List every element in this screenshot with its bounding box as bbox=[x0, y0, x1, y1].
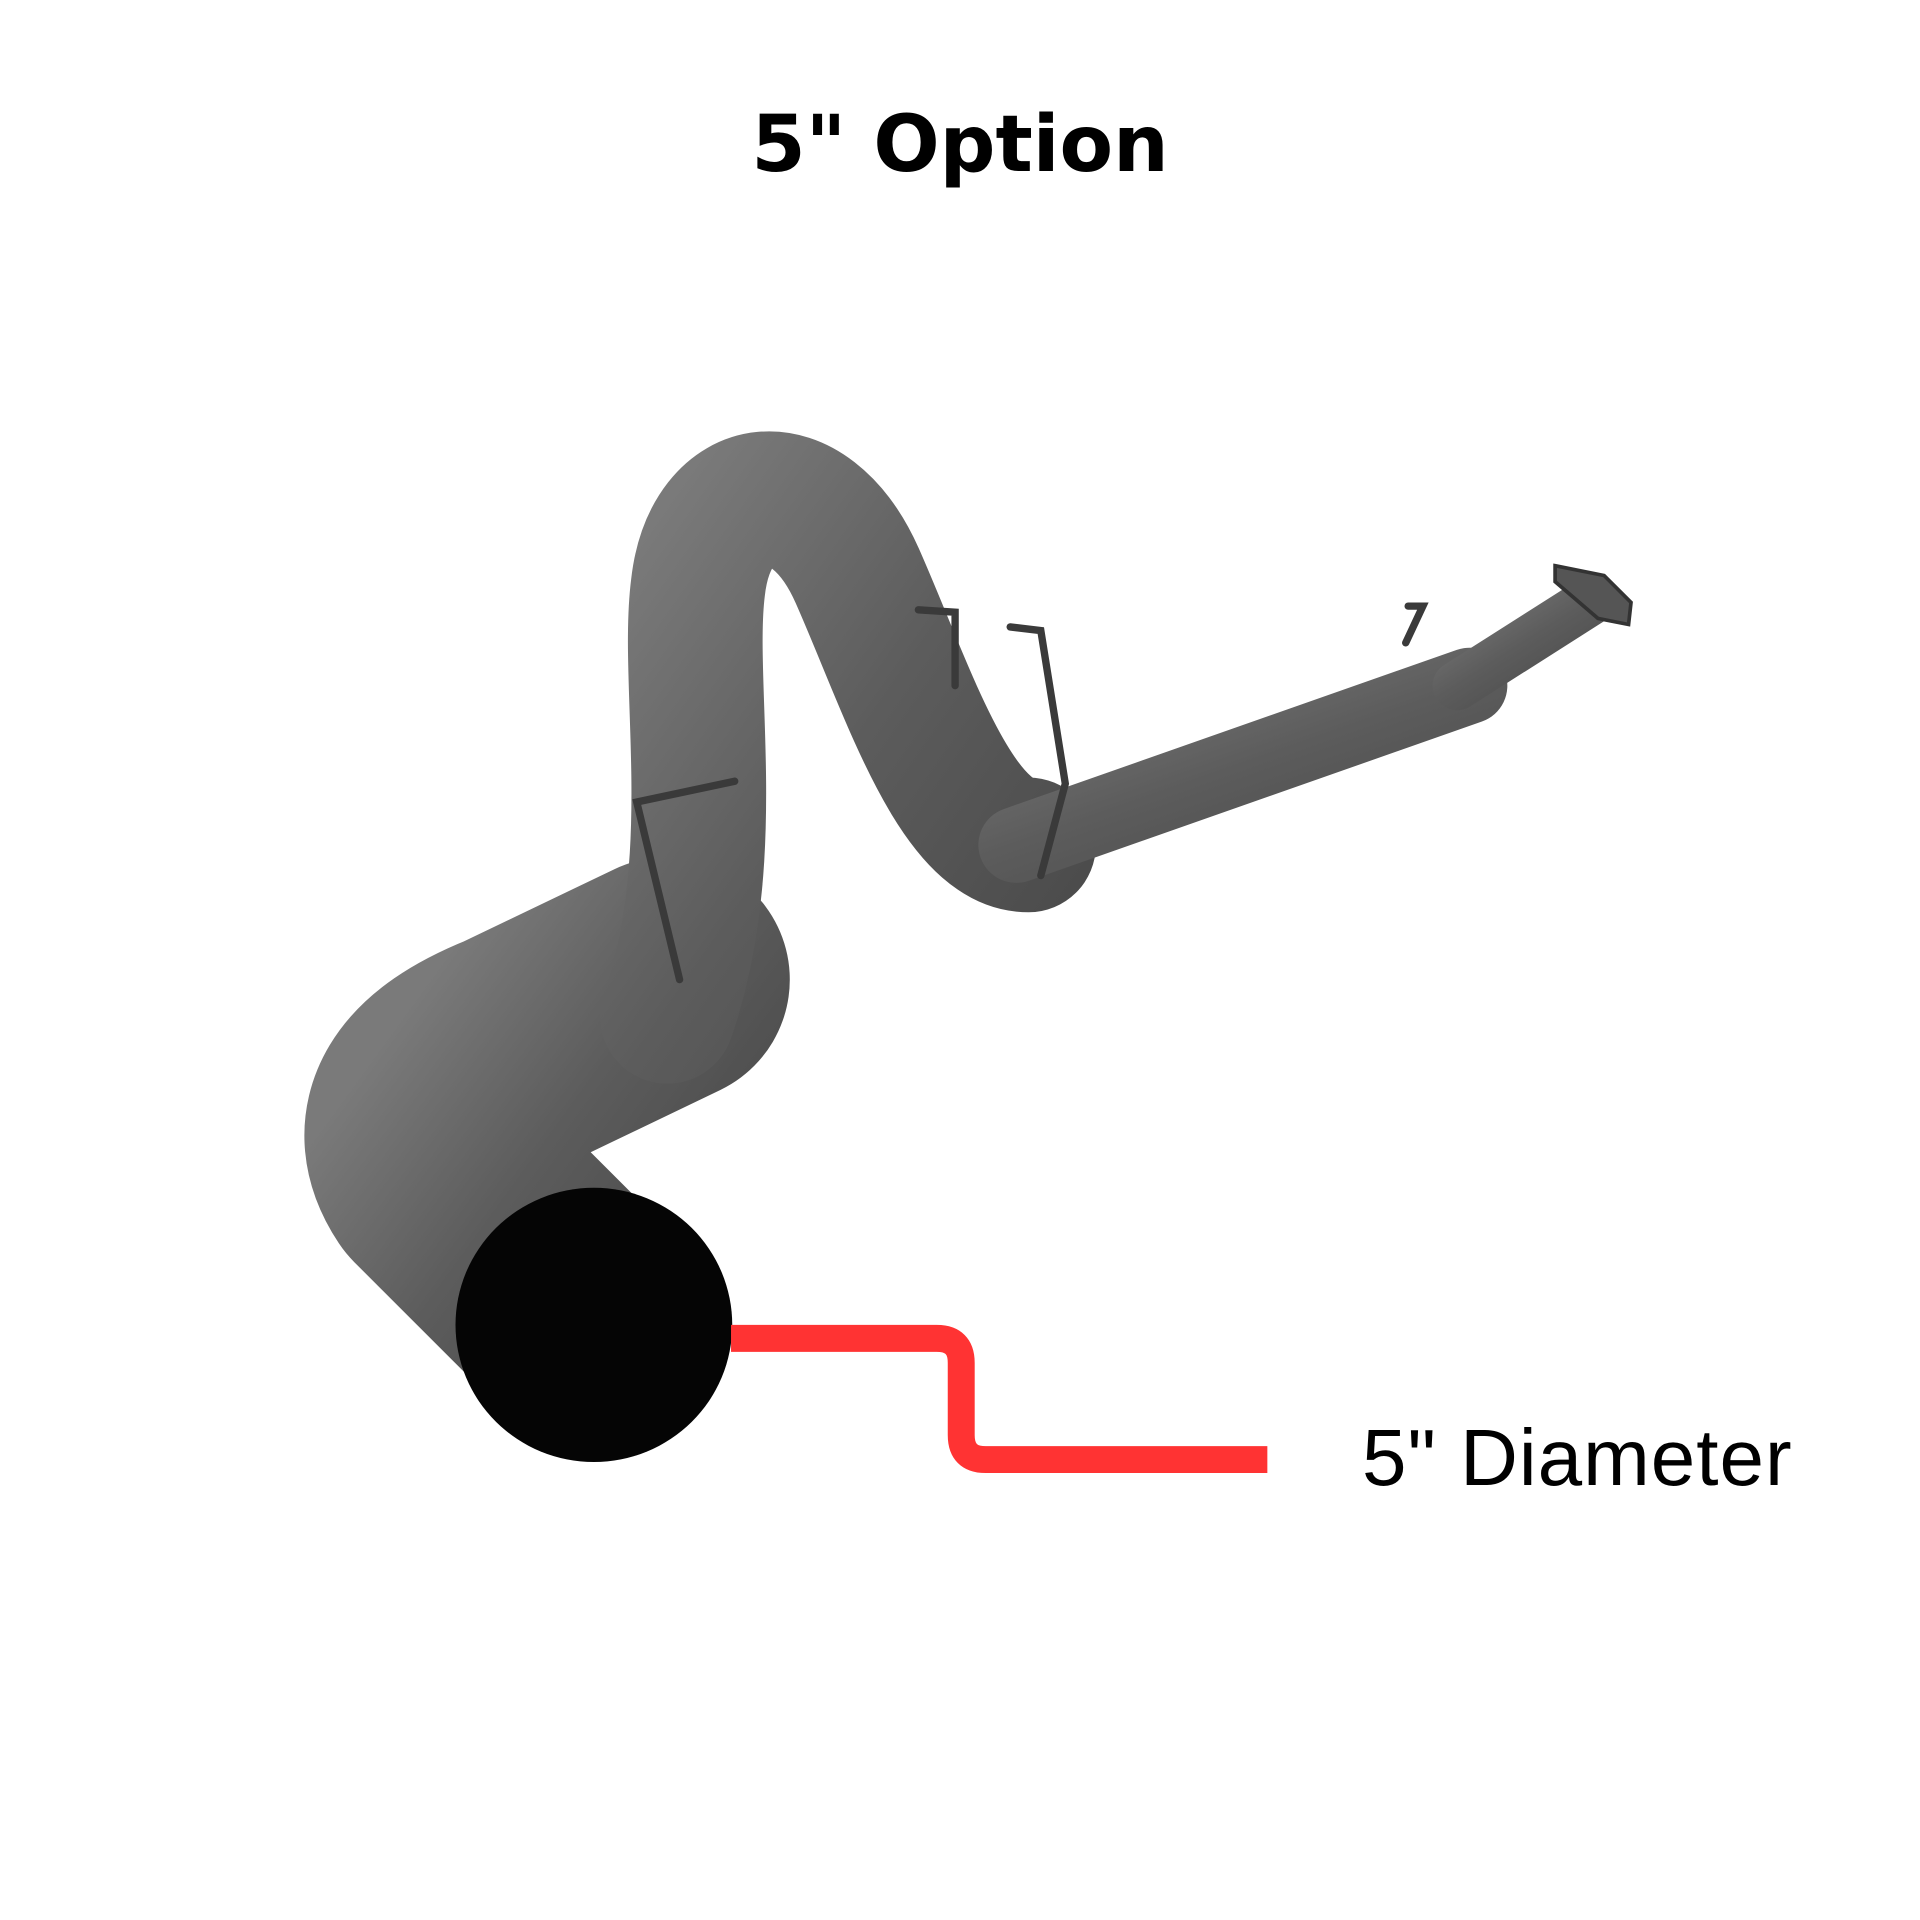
diameter-label: 5" Diameter bbox=[1362, 1413, 1793, 1502]
page-title: 5" Option bbox=[751, 100, 1169, 190]
pipe-outlet bbox=[455, 1187, 733, 1463]
callout-line bbox=[731, 1324, 1268, 1474]
hanger-brackets bbox=[632, 602, 1429, 984]
flange bbox=[1553, 563, 1633, 627]
pipe-body bbox=[304, 431, 1617, 1433]
